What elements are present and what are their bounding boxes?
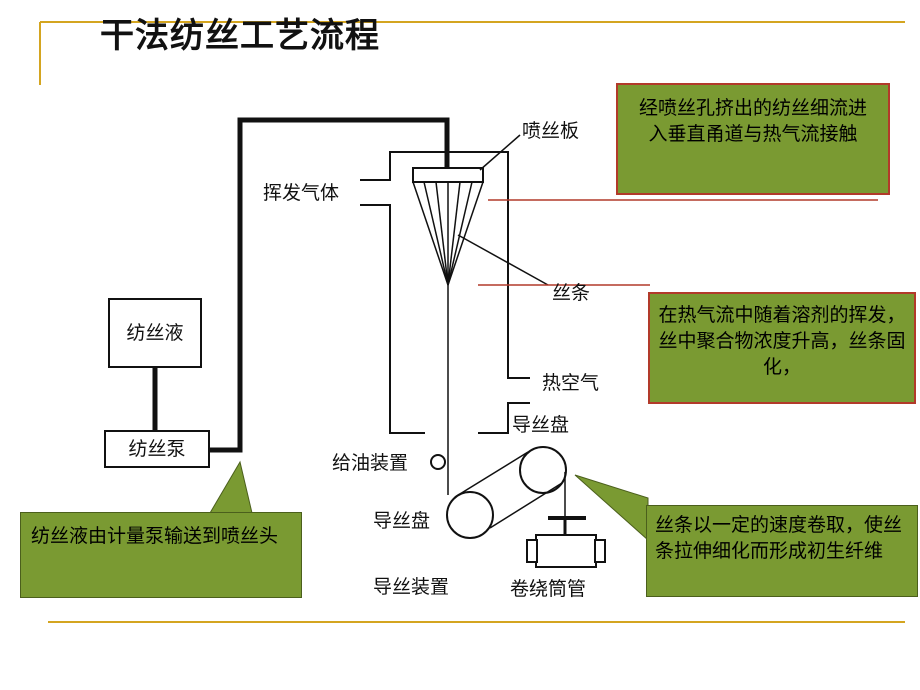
pump-note-pointer [209, 460, 253, 514]
shaft-right-lower-wall [478, 402, 530, 434]
page-title: 干法纺丝工艺流程 [100, 16, 380, 56]
spinning-solution-label: 纺丝液 [126, 322, 184, 344]
winding-note: 丝条以一定的速度卷取，使丝条拉伸细化而形成初生纤维 [646, 505, 918, 597]
guide-disc-right-roller [519, 446, 567, 494]
evaporation-note-text: 在热气流中随着溶剂的挥发，丝中聚合物浓度升高，丝条固化， [658, 304, 906, 378]
belt-line-1 [454, 451, 529, 498]
oiling-device-label: 给油装置 [332, 452, 409, 474]
evaporation-note: 在热气流中随着溶剂的挥发，丝中聚合物浓度升高，丝条固化， [648, 292, 916, 404]
winding-tube-left-cap [526, 539, 538, 563]
pump-note: 纺丝液由计量泵输送到喷丝头 [20, 512, 302, 598]
winding-tube-right-cap [594, 539, 606, 563]
hot-air-label: 热空气 [542, 372, 600, 394]
filament-cone [412, 181, 484, 286]
winding-note-pointer [574, 474, 649, 542]
shaft-left-wall [360, 151, 530, 379]
spinneret-note: 经喷丝孔挤出的纺丝细流进入垂直甬道与热气流接触 [616, 83, 890, 195]
spinning-pump-box: 纺丝泵 [104, 430, 210, 468]
winding-note-text: 丝条以一定的速度卷取，使丝条拉伸细化而形成初生纤维 [655, 514, 903, 562]
filament-label: 丝条 [552, 282, 591, 304]
spinneret-pointer [479, 134, 521, 171]
guide-device-label: 导丝装置 [373, 576, 450, 598]
pump-note-text: 纺丝液由计量泵输送到喷丝头 [31, 525, 279, 547]
filament-pointer [457, 234, 549, 286]
spinning-pump-label: 纺丝泵 [128, 438, 186, 460]
winding-tube-label: 卷绕筒管 [510, 578, 587, 600]
spinning-solution-box: 纺丝液 [108, 298, 202, 368]
winding-tube [535, 534, 597, 568]
spinneret-plate [412, 167, 484, 183]
spinneret-note-text: 经喷丝孔挤出的纺丝细流进入垂直甬道与热气流接触 [638, 97, 867, 145]
feed-pipe [210, 117, 450, 453]
guide-disc-bottom-label: 导丝盘 [373, 510, 431, 532]
belt-line-2 [489, 482, 563, 529]
oiling-roller [430, 454, 446, 470]
guide-disc-top-label: 导丝盘 [512, 414, 570, 436]
spinneret-label: 喷丝板 [522, 120, 580, 142]
guide-disc-bottom-roller [446, 491, 494, 539]
shaft-left-lower-wall [360, 204, 425, 434]
volatile-gas-label: 挥发气体 [263, 182, 340, 204]
